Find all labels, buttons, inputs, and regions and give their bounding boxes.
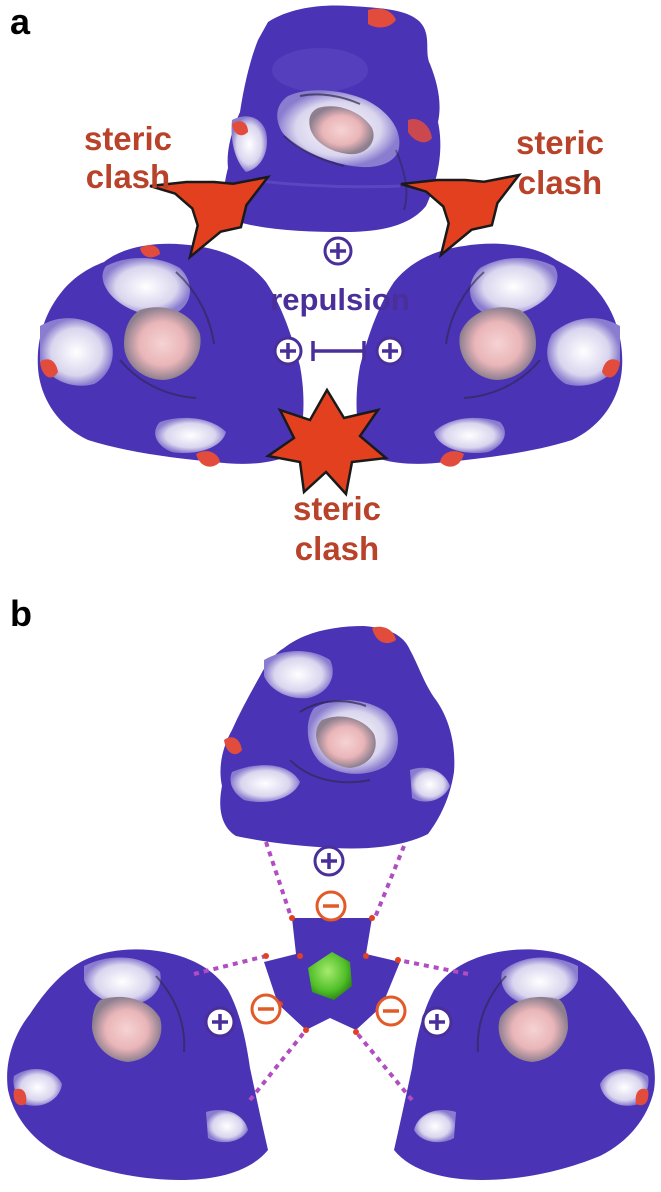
clash-label-left-line2: clash (86, 158, 170, 195)
protein-surface-left (7, 949, 268, 1180)
explosion-star-icon (149, 175, 271, 261)
minus-charge-icon (375, 995, 407, 1027)
clash-label-bottom-line1: steric (293, 490, 381, 527)
clash-label-bottom-line2: clash (295, 530, 379, 567)
protein-surface-right (356, 243, 623, 467)
clash-label-left-line1: steric (84, 120, 172, 157)
plus-charge-icon (421, 1006, 453, 1038)
explosion-star-icon (400, 173, 522, 259)
plus-charge-icon (313, 845, 345, 877)
panel-label-a: a (10, 1, 31, 42)
plus-charge-icon (323, 236, 353, 266)
protein-surface-top (224, 5, 441, 233)
plus-charge-icon (273, 336, 303, 366)
panel-b: b (7, 593, 655, 1180)
protein-surface-right (394, 949, 655, 1180)
plus-charge-icon (204, 1006, 236, 1038)
panel-label-b: b (10, 593, 32, 634)
clash-label-right-line1: steric (516, 124, 604, 161)
minus-charge-icon (250, 993, 282, 1025)
core-atom (308, 952, 352, 1000)
minus-charge-icon (315, 890, 347, 922)
repulsion-bar-icon (311, 341, 366, 361)
panel-a: a (10, 1, 623, 567)
central-complex (263, 915, 401, 1035)
protein-surface-left (37, 243, 304, 467)
clash-label-right-line2: clash (518, 164, 602, 201)
repulsion-label: repulsion (270, 282, 410, 317)
plus-charge-icon (375, 336, 405, 366)
dotted-links (193, 841, 469, 1102)
explosion-star-icon (264, 387, 390, 497)
protein-surface-top (220, 626, 455, 849)
